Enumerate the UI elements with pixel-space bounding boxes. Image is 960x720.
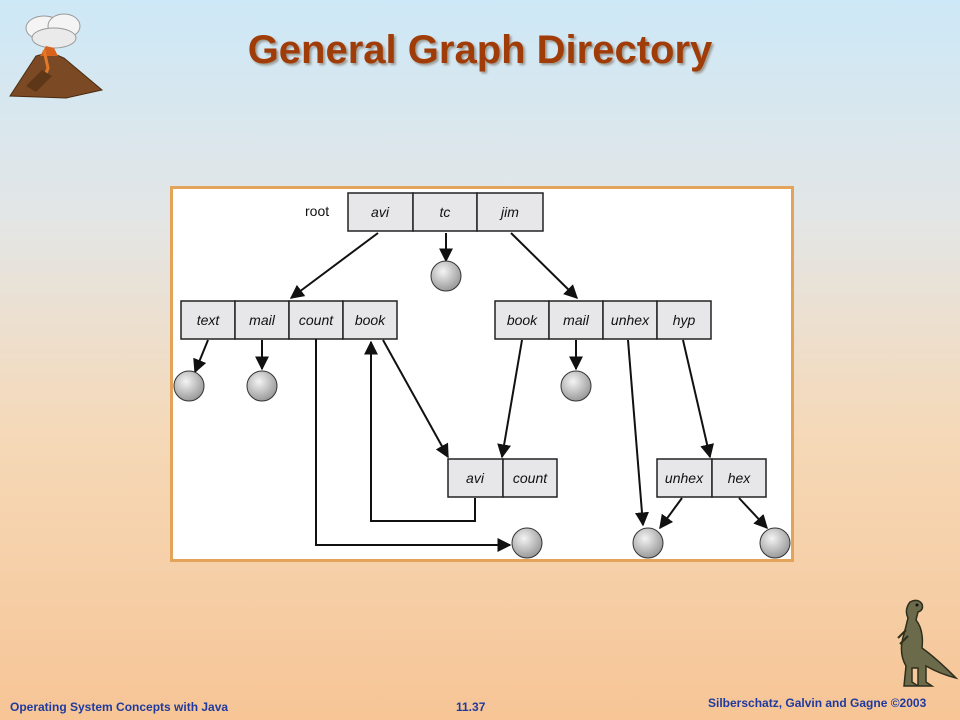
file-node: [560, 370, 592, 402]
dir-cell: [342, 300, 398, 340]
footer-slide-number: 11.37: [456, 700, 486, 714]
directory-graph-diagram: root avi tc jim text mail count book: [170, 186, 794, 562]
root-cell-jim: [476, 192, 544, 232]
edge: [659, 497, 683, 530]
file-node: [632, 527, 664, 559]
file-node: [511, 527, 543, 559]
file-node: [759, 527, 791, 559]
dir-cell: [180, 300, 236, 340]
edge: [738, 497, 768, 530]
dir-cell-label: book: [507, 312, 538, 328]
sub-directory: unhex hex: [656, 458, 767, 498]
dir-cell-label: mail: [249, 312, 276, 328]
middle-directory: avi count: [447, 458, 558, 498]
slide-title: General Graph Directory: [247, 28, 713, 72]
dir-cell-label: count: [299, 312, 334, 328]
footer-copyright: Silberschatz, Galvin and Gagne ©2003: [708, 696, 927, 710]
dir-cell: [656, 458, 713, 498]
footer-course-title: Operating System Concepts with Java: [10, 700, 229, 714]
edge: [627, 339, 649, 527]
root-directory: avi tc jim: [347, 192, 544, 232]
dir-cell: [234, 300, 290, 340]
dir-cell-label: avi: [466, 470, 485, 486]
dir-cell-label: hyp: [673, 312, 696, 328]
dir-cell-label: count: [513, 470, 548, 486]
dir-cell-label: book: [355, 312, 386, 328]
edge: [497, 339, 523, 459]
root-cell-label: jim: [499, 204, 519, 220]
dir-cell: [447, 458, 504, 498]
edge: [193, 339, 209, 374]
dinosaur-logo-icon: [897, 599, 959, 687]
volcano-logo-icon: [9, 13, 104, 99]
edge: [315, 339, 512, 552]
dir-cell-label: hex: [728, 470, 752, 486]
file-nodes: [173, 260, 791, 559]
graph-edges: [193, 232, 768, 552]
root-cell-avi: [347, 192, 414, 232]
dir-cell: [502, 458, 558, 498]
graph-canvas: root avi tc jim text mail count book: [173, 192, 791, 559]
root-cell-label: tc: [440, 204, 451, 220]
dir-cell-label: unhex: [665, 470, 704, 486]
root-label: root: [305, 203, 329, 219]
dir-cell-label: unhex: [611, 312, 650, 328]
edge: [682, 339, 714, 459]
dir-cell: [711, 458, 767, 498]
root-cell-label: avi: [371, 204, 390, 220]
dir-cell: [656, 300, 712, 340]
dir-cell: [494, 300, 550, 340]
dir-cell-label: text: [197, 312, 221, 328]
edge: [382, 339, 449, 459]
file-node: [173, 370, 205, 402]
right-directory: book mail unhex hyp: [494, 300, 712, 340]
file-node: [430, 260, 462, 292]
edge: [510, 232, 578, 299]
edge: [289, 232, 379, 299]
left-directory: text mail count book: [180, 300, 398, 340]
dir-cell: [548, 300, 604, 340]
file-node: [246, 370, 278, 402]
dir-cell-label: mail: [563, 312, 590, 328]
edge: [364, 340, 476, 522]
